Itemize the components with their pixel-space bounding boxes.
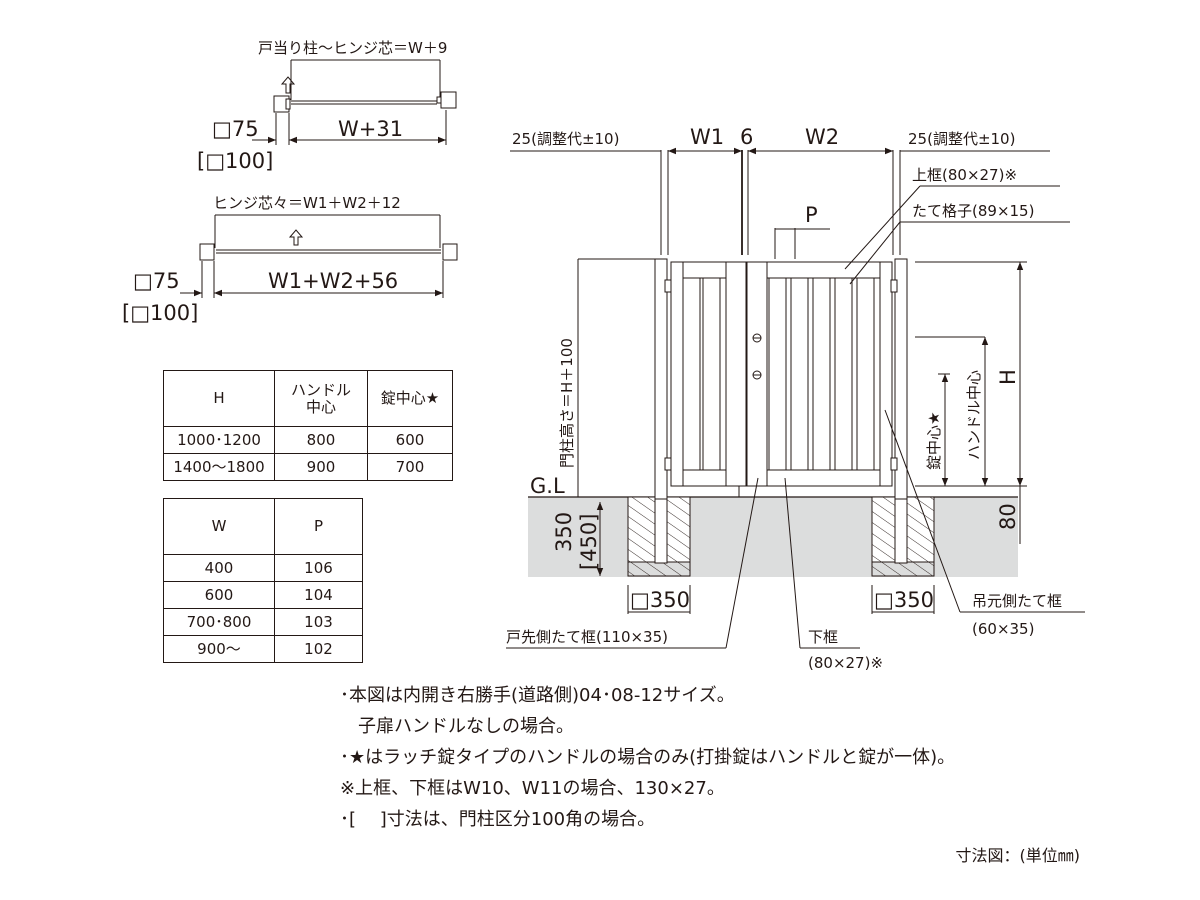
dim-w1: W1 <box>690 125 724 149</box>
foundation-right <box>871 496 935 577</box>
note-line: ※上框、下框はW10、W11の場合、130×27。 <box>340 778 725 799</box>
plan-single-post-size-alt: [□100] <box>197 149 273 173</box>
label-foundation-right: □350 <box>874 588 934 612</box>
plan-single-gate: 戸当り柱～ヒンジ芯＝W＋9 <box>252 39 457 145</box>
label-lock-center: 錠中心★ <box>925 412 943 470</box>
plan-single-post-size: □75 <box>212 117 259 141</box>
plan-double-width: W1+W2+56 <box>268 269 398 293</box>
table-cell: 106 <box>274 554 363 582</box>
note-line: ･本図は内開き右勝手(道路側)04･08-12サイズ。 <box>340 685 735 706</box>
table-cell: 700 <box>367 453 453 481</box>
label-hinge-frame: 吊元側たて框 <box>972 592 1062 610</box>
dim-gap: 6 <box>740 125 753 149</box>
table-row: 1400～1800 900 700 <box>163 453 453 481</box>
table-row: 1000･1200 800 600 <box>163 426 453 454</box>
adjust-allowance-right: 25(調整代±10) <box>908 130 1015 148</box>
plan-single-width: W+31 <box>338 117 403 141</box>
table-cell: 104 <box>274 581 363 609</box>
table-cell: 102 <box>274 635 363 663</box>
table-width: W P 400 106 600 104 700･800 103 900～ 102 <box>163 498 363 663</box>
label-h: H <box>996 369 1020 385</box>
table-height: H ハンドル 中心 錠中心★ 1000･1200 800 600 1400～18… <box>163 370 453 481</box>
label-bottom-frame: 下框 <box>808 628 838 646</box>
table-cell: 400 <box>163 554 275 582</box>
unit-label: 寸法図：(単位㎜) <box>955 846 1081 865</box>
label-bottom-frame-size: (80×27)※ <box>808 654 883 672</box>
table-cell: 900～ <box>163 635 275 663</box>
table-width-header: P <box>274 498 363 555</box>
label-gl: G.L <box>530 474 565 498</box>
ground-area <box>528 497 1018 577</box>
plan-double-post-size: □75 <box>133 269 180 293</box>
label-handle-center: ハンドル中心 <box>965 370 983 460</box>
plan-double-top-dim: ヒンジ芯々＝W1＋W2＋12 <box>213 194 401 212</box>
gate-posts <box>654 258 908 500</box>
label-top-frame: 上框(80×27)※ <box>912 166 1017 184</box>
label-foundation-left: □350 <box>630 588 690 612</box>
note-line: 子扉ハンドルなしの場合。 <box>340 716 574 737</box>
table-row: 700･800 103 <box>163 608 363 636</box>
table-cell: 1000･1200 <box>163 426 275 454</box>
table-cell: 600 <box>367 426 453 454</box>
note-line: ･[ ]寸法は、門柱区分100角の場合。 <box>340 809 656 830</box>
adjust-allowance-left: 25(調整代±10) <box>512 130 619 148</box>
label-hinge-frame-size: (60×35) <box>972 620 1034 638</box>
header-handle-center: ハンドル 中心 <box>290 380 351 416</box>
table-height-header: 錠中心★ <box>367 370 453 427</box>
table-cell: 800 <box>274 426 368 454</box>
notes: ･本図は内開き右勝手(道路側)04･08-12サイズ。 子扉ハンドルなしの場合。… <box>340 680 1100 835</box>
table-row: 600 104 <box>163 581 363 609</box>
table-cell: 700･800 <box>163 608 275 636</box>
open-direction-arrow-icon <box>280 76 296 94</box>
latch-stile <box>725 261 747 487</box>
gate-leaves <box>664 261 898 497</box>
open-direction-arrow-icon <box>288 229 304 246</box>
label-ground-clearance: 80 <box>996 503 1020 530</box>
label-foundation-depth-alt: [450] <box>577 514 601 570</box>
post-right <box>894 258 908 500</box>
elevation-top-dims <box>506 147 1085 649</box>
plan-double-gate: ヒンジ芯々＝W1＋W2＋12 <box>180 194 458 298</box>
post-left <box>654 258 668 500</box>
table-width-header: W <box>163 498 275 555</box>
label-post-height: 門柱高さ＝H＋100 <box>558 338 576 468</box>
plan-single-top-dim: 戸当り柱～ヒンジ芯＝W＋9 <box>258 39 447 57</box>
dim-w2: W2 <box>805 125 839 149</box>
note-line: ･★はラッチ錠タイプのハンドルの場合のみ(打掛錠はハンドルと錠が一体)。 <box>340 747 956 768</box>
plan-double-post-size-alt: [□100] <box>122 301 198 325</box>
label-slat: たて格子(89×15) <box>912 202 1034 220</box>
table-cell: 1400～1800 <box>163 453 275 481</box>
table-row: 400 106 <box>163 554 363 582</box>
table-cell: 103 <box>274 608 363 636</box>
table-height-header: H <box>163 370 275 427</box>
dim-p: P <box>805 203 818 227</box>
table-cell: 600 <box>163 581 275 609</box>
table-cell: 900 <box>274 453 368 481</box>
label-foundation-depth: 350 <box>552 512 576 552</box>
table-row: 900～ 102 <box>163 635 363 663</box>
table-height-header: ハンドル 中心 <box>274 370 368 427</box>
foundation-left <box>627 496 691 577</box>
label-latch-frame: 戸先側たて框(110×35) <box>506 628 668 646</box>
